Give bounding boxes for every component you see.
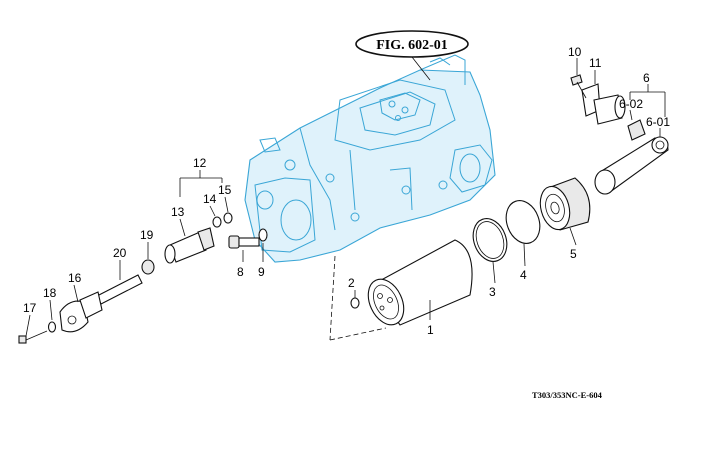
cylinder-part <box>367 239 473 326</box>
pin-plate-part <box>581 83 626 125</box>
part-labels: 1 2 3 4 5 6 6-01 6-02 8 9 10 11 12 13 14… <box>23 45 670 337</box>
bolt-10 <box>570 74 587 99</box>
label-part-11: 11 <box>589 56 602 70</box>
label-part-12: 12 <box>193 156 207 170</box>
piston-part <box>539 177 591 231</box>
label-part-8: 8 <box>237 265 244 279</box>
bolt-17 <box>18 330 48 344</box>
label-part-19: 19 <box>140 228 154 242</box>
label-part-20: 20 <box>113 246 127 260</box>
bolt-8 <box>228 235 260 249</box>
seal-ring-3 <box>472 218 508 262</box>
label-part-5: 5 <box>570 247 577 261</box>
figure-title: FIG. 602-01 <box>376 38 448 53</box>
rod-20 <box>96 274 143 305</box>
label-part-3: 3 <box>489 285 496 299</box>
drawing-code: T303/353NC-E-604 <box>532 390 603 400</box>
label-part-4: 4 <box>520 268 527 282</box>
label-part-10: 10 <box>568 45 582 59</box>
label-part-16: 16 <box>68 271 82 285</box>
washer-9 <box>258 228 268 242</box>
label-part-6-02: 6-02 <box>619 97 643 111</box>
label-part-14: 14 <box>203 192 217 206</box>
o-ring-14 <box>212 216 222 228</box>
piston-rod-part <box>594 136 669 195</box>
bushing-part <box>627 119 646 141</box>
label-part-17: 17 <box>23 301 37 315</box>
leader-lines <box>25 58 666 337</box>
lever-16 <box>59 291 103 333</box>
valve-body-part <box>164 227 215 264</box>
o-ring-small <box>350 297 360 309</box>
label-part-2: 2 <box>348 276 355 290</box>
label-part-13: 13 <box>171 205 185 219</box>
label-part-6: 6 <box>643 71 650 85</box>
housing-casting <box>244 54 496 263</box>
label-part-15: 15 <box>218 183 232 197</box>
label-part-9: 9 <box>258 265 265 279</box>
label-part-1: 1 <box>427 323 434 337</box>
label-part-18: 18 <box>43 286 57 300</box>
washer-18 <box>47 321 57 333</box>
o-ring-15 <box>223 212 233 224</box>
seal-ring-4 <box>505 200 541 244</box>
label-part-6-01: 6-01 <box>646 115 670 129</box>
figure-callout: FIG. 602-01 <box>355 30 469 81</box>
nut-19 <box>141 259 155 275</box>
